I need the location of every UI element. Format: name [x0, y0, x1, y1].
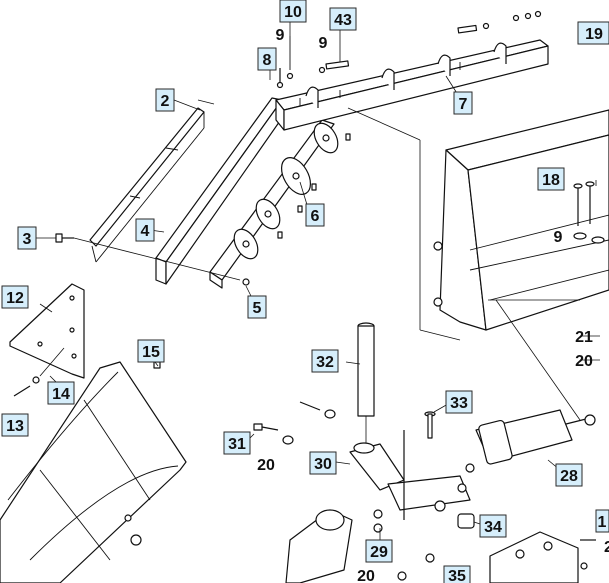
callout-9-top-left: 9: [276, 27, 285, 44]
callout-3: 3: [17, 226, 37, 250]
svg-text:30: 30: [314, 456, 332, 473]
svg-text:5: 5: [253, 300, 262, 317]
svg-text:2: 2: [604, 539, 609, 556]
part-6-bracket-rail: [209, 119, 339, 289]
svg-text:14: 14: [52, 386, 70, 403]
part-29-motor: [285, 509, 435, 583]
callout-18: 18: [537, 167, 565, 191]
svg-text:1: 1: [598, 514, 607, 531]
callout-15: 15: [137, 339, 165, 363]
hinge-housing: [489, 531, 596, 583]
callout-5: 5: [247, 295, 267, 319]
callout-20-bottom: 20: [357, 568, 375, 583]
callout-7: 7: [453, 91, 473, 115]
part-12-corner-plate: [9, 283, 85, 379]
svg-text:43: 43: [334, 12, 352, 29]
callout-31: 31: [223, 431, 251, 455]
svg-text:2: 2: [161, 93, 170, 110]
svg-text:31: 31: [228, 436, 246, 453]
callout-43: 43: [329, 7, 357, 31]
svg-text:4: 4: [141, 223, 150, 240]
callout-10: 10: [279, 0, 307, 23]
part-31-bolt: [253, 401, 336, 445]
svg-text:20: 20: [575, 353, 593, 370]
svg-text:12: 12: [6, 290, 24, 307]
callout-34: 34: [479, 514, 507, 538]
callout-28: 28: [555, 463, 583, 487]
part-33-bolt: [424, 411, 436, 439]
svg-text:3: 3: [23, 231, 32, 248]
callout-2-bottom-right: 2: [604, 539, 609, 556]
top-fasteners: [276, 10, 542, 89]
svg-text:34: 34: [484, 519, 502, 536]
svg-text:9: 9: [319, 35, 328, 52]
callout-35: 35: [443, 565, 471, 583]
svg-text:10: 10: [284, 4, 302, 21]
svg-text:20: 20: [257, 457, 275, 474]
part-28-actuator: [465, 409, 596, 473]
callout-30: 30: [309, 451, 337, 475]
part-30-bracket: [349, 430, 471, 520]
part-13-bolt: [13, 376, 40, 397]
svg-text:8: 8: [263, 52, 272, 69]
callout-19: 19: [577, 21, 609, 45]
callout-32: 32: [311, 349, 339, 373]
svg-text:33: 33: [450, 395, 468, 412]
callout-14: 14: [47, 381, 75, 405]
svg-text:13: 13: [6, 418, 24, 435]
svg-text:7: 7: [459, 96, 468, 113]
part-7-top-frame: [275, 39, 549, 131]
svg-text:18: 18: [542, 172, 560, 189]
part-4-angle-bar: [155, 97, 283, 285]
callout-29: 29: [365, 539, 393, 563]
svg-text:28: 28: [560, 468, 578, 485]
small-nuts: [242, 133, 351, 286]
svg-text:20: 20: [357, 568, 375, 583]
part-32-pin: [357, 322, 375, 450]
callout-8: 8: [257, 47, 277, 71]
callout-9-top-mid: 9: [319, 35, 328, 52]
svg-text:6: 6: [311, 208, 320, 225]
callout-33: 33: [445, 390, 473, 414]
part-2-plate: [89, 99, 215, 263]
callout-2: 2: [155, 88, 175, 112]
callout-12: 12: [1, 285, 29, 309]
part-18-bolts: [573, 181, 605, 244]
svg-text:32: 32: [316, 354, 334, 371]
svg-text:35: 35: [448, 568, 466, 583]
svg-text:29: 29: [370, 544, 388, 561]
callout-1: 1: [595, 509, 609, 533]
callout-4: 4: [135, 218, 155, 242]
svg-text:19: 19: [585, 26, 603, 43]
callout-20-right: 20: [575, 353, 593, 370]
callout-6: 6: [305, 203, 325, 227]
svg-text:9: 9: [554, 229, 563, 246]
blade-left: [0, 361, 187, 583]
svg-text:9: 9: [276, 27, 285, 44]
svg-text:15: 15: [142, 344, 160, 361]
callout-13: 13: [1, 413, 29, 437]
blade-frame-right: [433, 109, 609, 331]
callout-21: 21: [575, 329, 593, 346]
part-34-bushing: [457, 513, 475, 529]
callout-20-mid: 20: [257, 457, 275, 474]
svg-text:21: 21: [575, 329, 593, 346]
callout-9-right: 9: [554, 229, 563, 246]
